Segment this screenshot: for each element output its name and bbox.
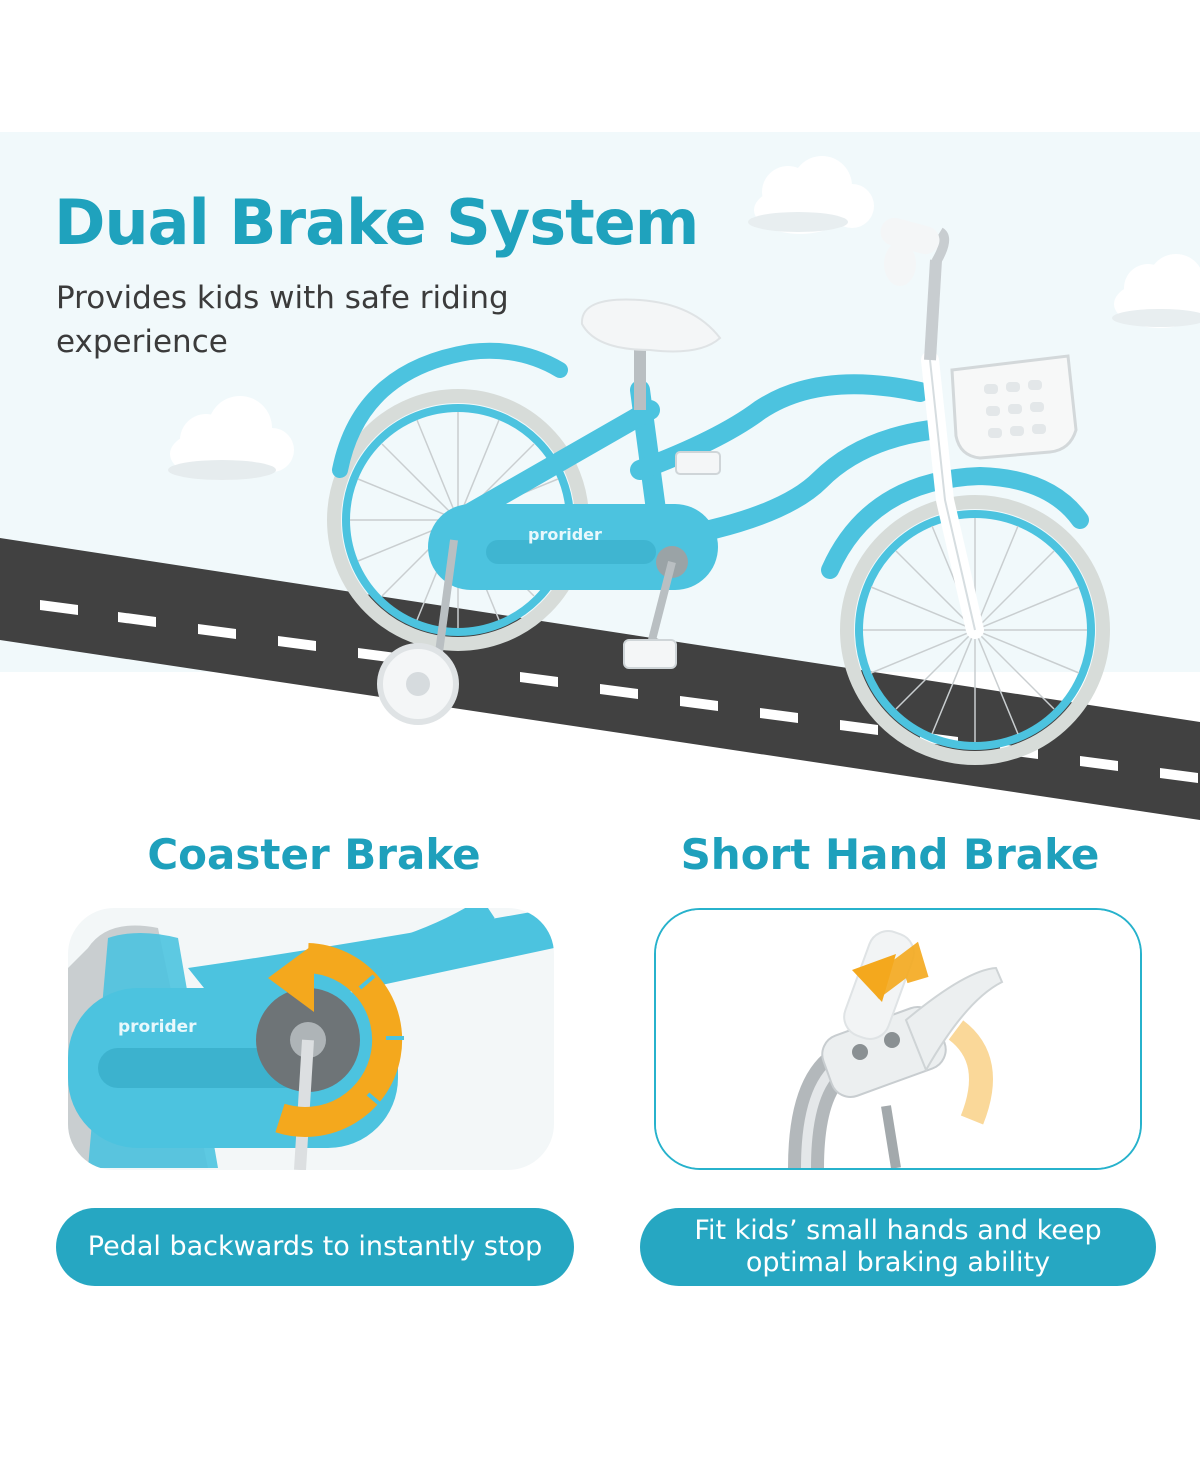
coaster-brake-image: prorider bbox=[68, 908, 554, 1170]
svg-text:prorider: prorider bbox=[118, 1017, 197, 1037]
page-subtitle: Provides kids with safe riding experienc… bbox=[56, 280, 509, 360]
hand-brake-image bbox=[654, 908, 1142, 1170]
hand-brake-description: Fit kids’ small hands and keep optimal b… bbox=[640, 1208, 1156, 1286]
coaster-brake-description: Pedal backwards to instantly stop bbox=[56, 1208, 574, 1286]
cloud-icon bbox=[748, 156, 874, 234]
hand-brake-closeup bbox=[656, 910, 1140, 1168]
cloud-group bbox=[168, 156, 1200, 480]
feature-title-hand-brake: Short Hand Brake bbox=[680, 830, 1100, 879]
feature-title-coaster-brake: Coaster Brake bbox=[147, 830, 481, 879]
cloud-icon bbox=[1112, 254, 1200, 328]
bicycle-illustration: prorider bbox=[327, 227, 1110, 765]
coaster-brake-closeup: prorider bbox=[68, 908, 554, 1170]
page-title: Dual Brake System bbox=[54, 186, 699, 259]
cloud-icon bbox=[168, 396, 294, 480]
brand-logo: prorider bbox=[528, 525, 602, 544]
